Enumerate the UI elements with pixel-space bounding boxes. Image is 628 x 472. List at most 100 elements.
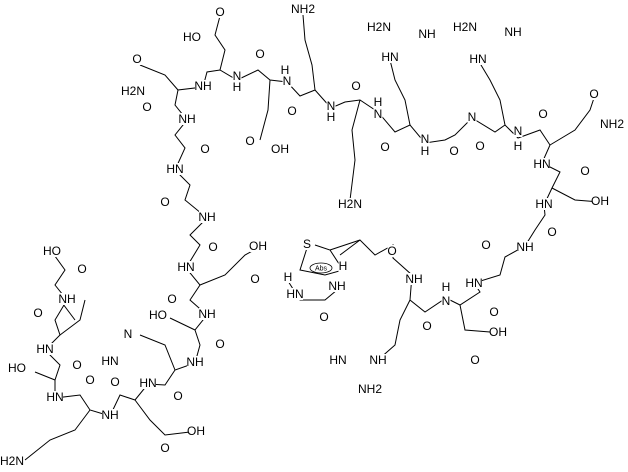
atom-label: O: [173, 389, 182, 403]
atom-label: O: [351, 79, 360, 93]
atom-label: O: [255, 47, 264, 61]
atom-label: HN: [533, 157, 550, 171]
bond-chain: [259, 79, 271, 141]
atom-label-bg: [513, 125, 523, 137]
atom-label-bg: [517, 241, 533, 253]
atom-label: NH2: [358, 382, 382, 396]
atom-label-bg: [173, 390, 183, 402]
atom-label-bg: [199, 308, 215, 320]
atom-label: N: [374, 107, 383, 121]
atom-label: NH2: [600, 117, 624, 131]
atom-label-bg: [387, 245, 397, 257]
bonds: [24, 14, 601, 461]
atom-label-bg: [505, 26, 521, 38]
atom-label-bg: [160, 196, 170, 208]
atom-label-bg: [245, 135, 255, 147]
atom-label: O: [481, 238, 490, 252]
atom-label: HN: [469, 52, 486, 66]
atom-label-bg: [110, 376, 120, 388]
atom-label: N: [233, 69, 242, 83]
atom-label: H: [374, 95, 383, 109]
atom-label: OH: [489, 325, 507, 339]
atom-label-bg: [250, 240, 266, 252]
atom-label-bg: [215, 338, 225, 350]
atom-label-bg: [600, 118, 624, 130]
atom-label: O: [547, 225, 556, 239]
atom-label: O: [215, 5, 224, 19]
atom-label: NH: [328, 279, 345, 293]
atom-label: O: [208, 240, 217, 254]
atom-label: HN: [329, 353, 346, 367]
atom-label-bg: [382, 51, 398, 63]
atom-label-bg: [370, 354, 386, 366]
atom-label: N: [327, 99, 336, 113]
atom-label-bg: [9, 362, 25, 374]
atom-label-bg: [179, 113, 195, 125]
atom-label: HN: [465, 276, 482, 290]
atom-label: O: [475, 139, 484, 153]
bond-chain: [214, 15, 226, 71]
atom-label-bg: [140, 377, 156, 389]
atom-label: O: [110, 375, 119, 389]
atom-label-bg: [232, 70, 242, 82]
atom-label-bg: [255, 48, 265, 60]
atom-label-bg: [37, 343, 53, 355]
atom-label-bg: [367, 21, 391, 33]
atom-label-bg: [215, 6, 225, 18]
atom-label: N: [283, 74, 292, 88]
bond-chain: [139, 64, 179, 91]
atom-label: O: [538, 107, 547, 121]
bond-chain: [59, 299, 86, 336]
atom-label: N: [514, 124, 523, 138]
atom-label: NH: [194, 79, 211, 93]
atom-label: O: [245, 134, 254, 148]
atom-label: NH: [516, 240, 533, 254]
bond-chain: [551, 187, 601, 203]
atom-label: O: [387, 244, 396, 258]
atom-label-bg: [44, 245, 60, 257]
atom-label-bg: [326, 111, 336, 123]
atom-label: OH: [271, 142, 289, 156]
atom-label-bg: [123, 328, 133, 340]
atom-label: HN: [46, 390, 63, 404]
abs-label: Abs: [315, 266, 328, 273]
atom-label-bg: [330, 354, 346, 366]
atom-label: HN: [166, 162, 183, 176]
bond-chain: [299, 244, 344, 276]
abs-stereo-tag: Abs: [309, 262, 333, 274]
atom-label: O: [77, 262, 86, 276]
atom-label: HO: [183, 30, 201, 44]
atom-label-bg: [280, 64, 290, 76]
atom-label-bg: [449, 145, 459, 157]
atom-label: N: [421, 132, 430, 146]
atom-label: O: [142, 100, 151, 114]
atom-label: O: [132, 52, 141, 66]
atom-label-bg: [232, 81, 242, 93]
atom-label: NH: [178, 112, 195, 126]
atom-label-bg: [283, 271, 293, 283]
atom-label: H2N: [367, 20, 391, 34]
bond-chain: [459, 304, 491, 333]
atom-label-bg: [319, 311, 329, 323]
atom-label-bg: [188, 425, 204, 437]
atom-label: O: [489, 305, 498, 319]
atom-label: NH: [369, 353, 386, 367]
atom-label-bg: [287, 105, 297, 117]
atom-label-bg: [72, 359, 82, 371]
atom-label: H: [284, 270, 293, 284]
bond-chain: [139, 334, 176, 371]
atom-label-bg: [291, 3, 315, 15]
atom-label: O: [589, 87, 598, 101]
atom-label: OH: [249, 239, 267, 253]
atom-label-bg: [481, 239, 491, 251]
atom-label-bg: [420, 133, 430, 145]
atom-label: O: [449, 144, 458, 158]
atom-label: O: [160, 195, 169, 209]
atom-label-bg: [467, 111, 477, 123]
bond-chain: [349, 99, 361, 201]
atom-label: HN: [36, 342, 53, 356]
atom-label-bg: [187, 356, 203, 368]
bond-chain: [549, 97, 595, 146]
atom-label-bg: [121, 85, 145, 97]
